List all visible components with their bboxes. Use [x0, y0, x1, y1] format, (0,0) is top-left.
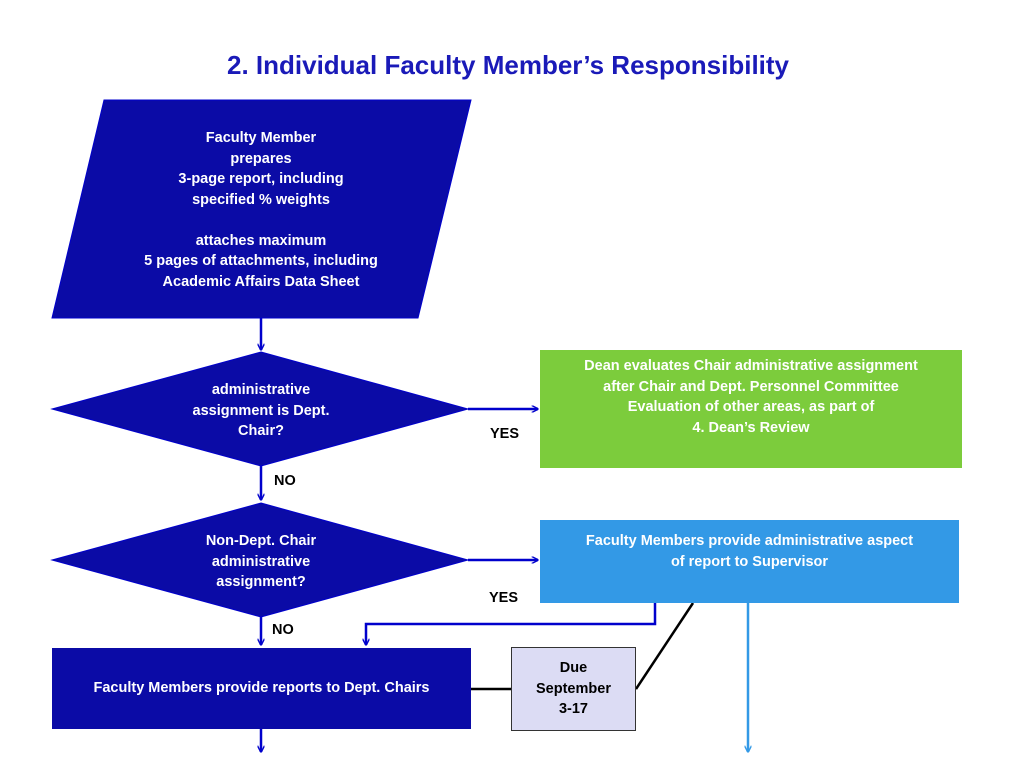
- due-date-box: Due September 3-17: [511, 647, 636, 731]
- decision-non-chair-text: Non-Dept. Chair administrative assignmen…: [205, 533, 317, 590]
- yes-label-supervisor: YES: [489, 590, 519, 606]
- connector-due-to-supervisor: [634, 602, 695, 690]
- dean-evaluates-box: Dean evaluates Chair administrative assi…: [540, 350, 962, 468]
- page-title: 2. Individual Faculty Member’s Responsib…: [226, 50, 790, 80]
- decision-chair-text: administrative assignment is Dept. Chair…: [192, 382, 330, 439]
- yes-label-dean: YES: [490, 426, 520, 442]
- no-label-decision-2: NO: [272, 622, 294, 638]
- prepare-report-text: Faculty Member prepares 3-page report, i…: [144, 130, 378, 290]
- dept-chairs-box: Faculty Members provide reports to Dept.…: [52, 648, 471, 729]
- arrow-supervisor-to-chairs: [366, 603, 657, 645]
- no-label-decision-1: NO: [274, 473, 296, 489]
- prepare-report-shape: [51, 99, 472, 319]
- supervisor-box: Faculty Members provide administrative a…: [540, 520, 959, 603]
